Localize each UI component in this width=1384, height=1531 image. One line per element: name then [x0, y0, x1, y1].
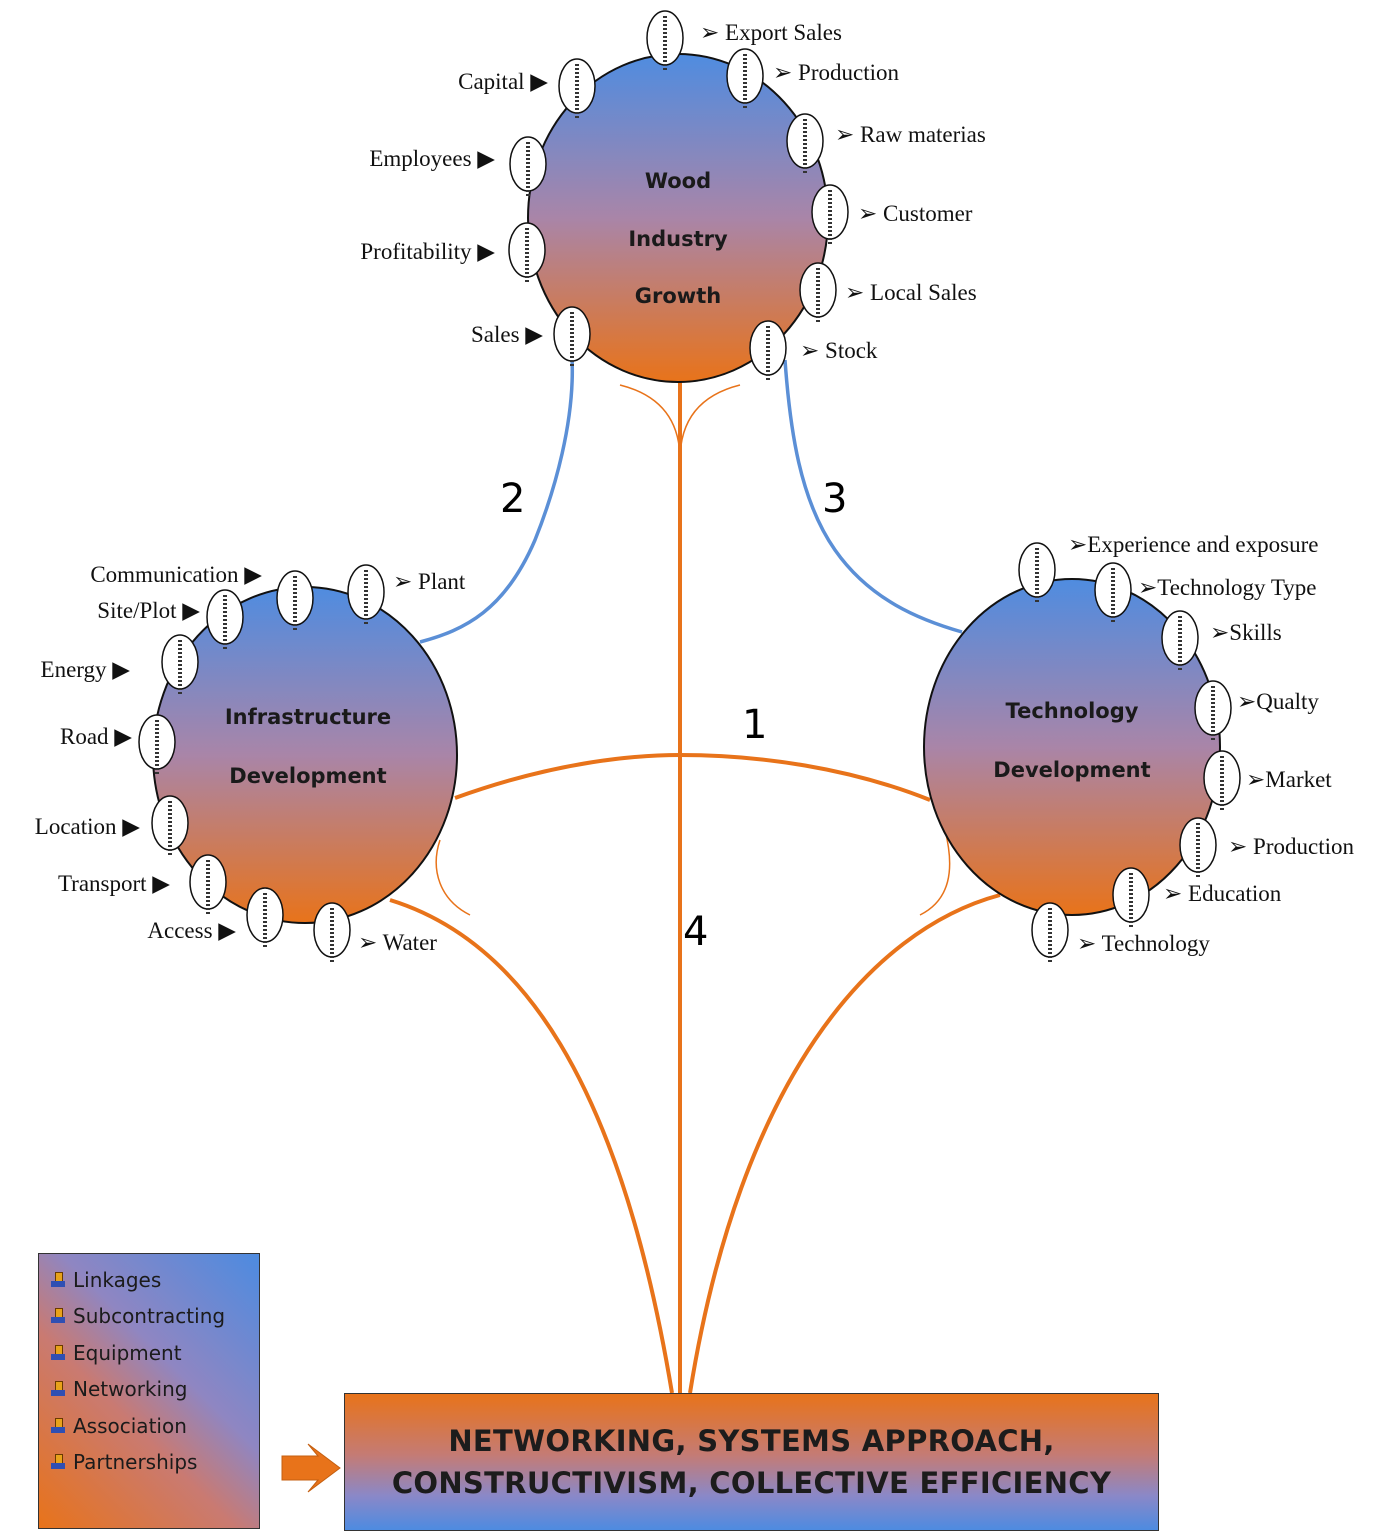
- tech-to-bottom: [688, 893, 1001, 1394]
- wood-label-production: ➢ Production: [773, 60, 899, 85]
- legend-item: Networking: [51, 1377, 187, 1401]
- pod-icon: [245, 886, 285, 951]
- wood-label-stock: ➢ Stock: [800, 338, 878, 363]
- infra-title-line1: Infrastructure: [225, 705, 391, 729]
- wood-label-sales: Sales ▶: [471, 322, 543, 347]
- tech-label-production: ➢ Production: [1228, 834, 1354, 859]
- pod-icon: [552, 305, 592, 370]
- wood-title-line1: Wood: [645, 169, 711, 193]
- legend-item-label: Subcontracting: [73, 1304, 226, 1328]
- wood-title-line2: Industry: [628, 227, 728, 251]
- wood-label-local-sales: ➢ Local Sales: [845, 280, 977, 305]
- pod-icon: [312, 901, 352, 966]
- bullet-icon: [51, 1418, 65, 1434]
- pod-icon: [1178, 816, 1218, 881]
- tech-split: [919, 829, 951, 916]
- pod-icon: [188, 853, 228, 918]
- infra-label-water: ➢ Water: [358, 930, 437, 955]
- bullet-icon: [51, 1345, 65, 1361]
- wood-label-raw-materias: ➢ Raw materias: [835, 122, 986, 147]
- tech-circle: [923, 578, 1221, 916]
- tech-label-qualty: ➢Qualty: [1237, 689, 1319, 714]
- connectors: [389, 357, 1001, 1394]
- infra-to-bottom: [389, 898, 674, 1394]
- link-number-4: 4: [683, 909, 708, 955]
- approach-line-2: CONSTRUCTIVISM, COLLECTIVE EFFICIENCY: [391, 1466, 1112, 1500]
- pod-icon: [748, 319, 788, 384]
- link-number-1: 1: [742, 702, 767, 748]
- wood-label-employees: Employees ▶: [369, 146, 495, 171]
- tech-title-line2: Development: [993, 758, 1150, 782]
- tech-label-skills: ➢Skills: [1210, 620, 1282, 645]
- bullet-icon: [51, 1272, 65, 1288]
- wood-label-export-sales: ➢ Export Sales: [700, 20, 842, 45]
- infra-label-communication: Communication ▶: [90, 562, 262, 587]
- legend-item: Partnerships: [51, 1450, 197, 1474]
- wood-split-right: [679, 384, 741, 461]
- wood-label-capital: Capital ▶: [458, 69, 548, 94]
- link-number-3: 3: [822, 476, 847, 522]
- tech-label-education: ➢ Education: [1163, 881, 1282, 906]
- legend-item-label: Linkages: [73, 1268, 162, 1292]
- legend-item: Subcontracting: [51, 1304, 225, 1328]
- infra-title-line2: Development: [229, 764, 386, 788]
- wood-label-customer: ➢ Customer: [858, 201, 973, 226]
- wood-split-left: [619, 384, 681, 461]
- technology-node: Technology Development ➢Experience and e…: [923, 532, 1354, 966]
- legend-box: Linkages Subcontracting Equipment Networ…: [38, 1253, 260, 1529]
- legend-arrow-icon: [281, 1443, 341, 1493]
- bullet-icon: [51, 1308, 65, 1324]
- infra-split: [435, 839, 471, 916]
- tech-label-technology: ➢ Technology: [1077, 931, 1210, 956]
- pod-icon: [798, 261, 838, 326]
- legend-item-label: Partnerships: [73, 1450, 198, 1474]
- tech-title-line1: Technology: [1006, 699, 1139, 723]
- infra-label-plant: ➢ Plant: [393, 569, 466, 594]
- legend-item-label: Association: [73, 1414, 187, 1438]
- legend-item: Association: [51, 1414, 187, 1438]
- infrastructure-node: Infrastructure Development Communication…: [35, 562, 466, 966]
- tech-label-experience: ➢Experience and exposure: [1068, 532, 1318, 557]
- pod-icon: [1030, 901, 1070, 966]
- bullet-icon: [51, 1454, 65, 1470]
- tech-label-market: ➢Market: [1246, 767, 1332, 792]
- tech-label-technology-type: ➢Technology Type: [1138, 575, 1317, 600]
- infra-label-energy: Energy ▶: [41, 657, 131, 682]
- legend-item: Equipment: [51, 1341, 182, 1365]
- legend-item-label: Networking: [73, 1377, 188, 1401]
- link-number-2: 2: [500, 476, 525, 522]
- infra-label-road: Road ▶: [60, 724, 132, 749]
- wood-title-line3: Growth: [635, 284, 721, 308]
- infra-label-access: Access ▶: [147, 918, 236, 943]
- infra-label-site-plot: Site/Plot ▶: [97, 598, 200, 623]
- legend-item-label: Equipment: [73, 1341, 182, 1365]
- wood-industry-node: Wood Industry Growth ➢ Export Sales ➢ Pr…: [360, 9, 986, 384]
- legend-item: Linkages: [51, 1268, 161, 1292]
- infra-label-transport: Transport ▶: [58, 871, 170, 896]
- pod-icon: [1111, 866, 1151, 931]
- link-1-line: [454, 752, 931, 802]
- infra-label-location: Location ▶: [35, 814, 141, 839]
- wood-label-profitability: Profitability ▶: [360, 239, 495, 264]
- approach-line-1: NETWORKING, SYSTEMS APPROACH,: [448, 1424, 1055, 1458]
- bullet-icon: [51, 1381, 65, 1397]
- link-3-line: [783, 359, 963, 634]
- link-2-line: [419, 357, 575, 644]
- approach-box: NETWORKING, SYSTEMS APPROACH, CONSTRUCTI…: [344, 1393, 1159, 1531]
